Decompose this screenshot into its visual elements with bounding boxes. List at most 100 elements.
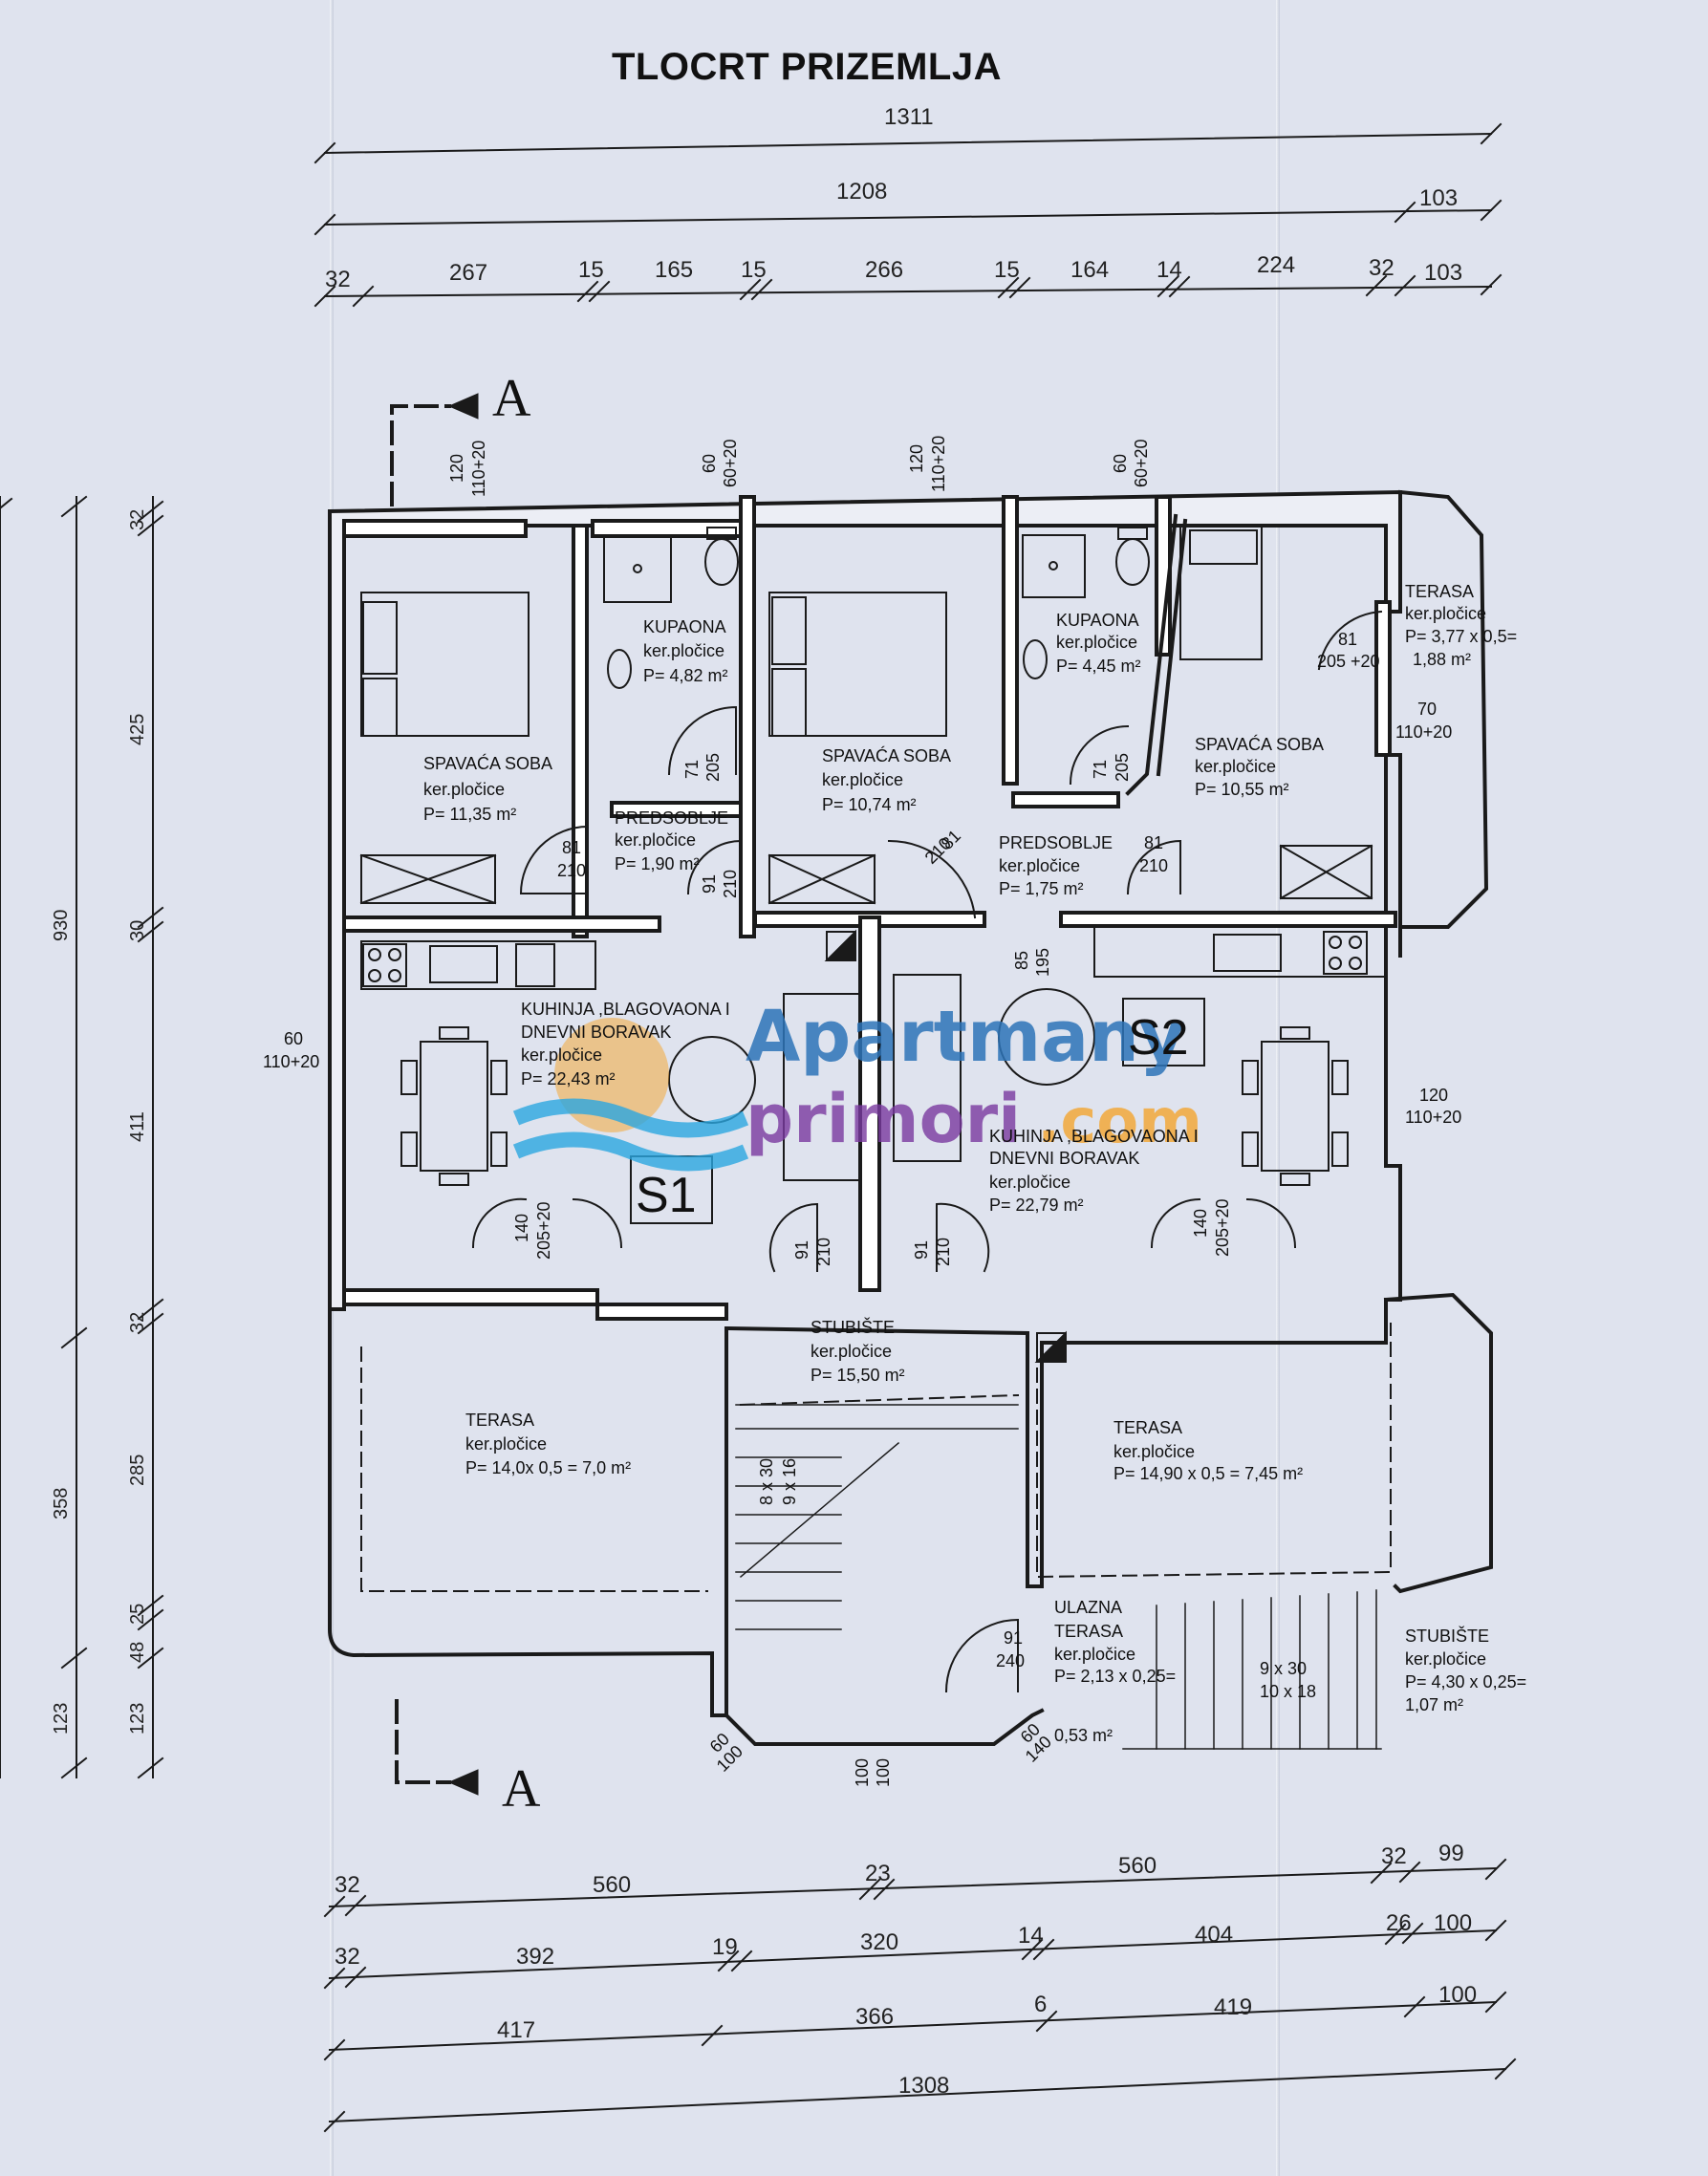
- top-dimension-labels: 1311 1208 103 32 267 15 165 15 266 15 16…: [325, 104, 1462, 292]
- room-label-line: STUBIŠTE: [1405, 1626, 1489, 1646]
- room-label-line: P= 4,30 x 0,25=: [1405, 1672, 1526, 1691]
- dim-label: 32: [335, 1872, 360, 1898]
- room-label-line: TERASA: [465, 1411, 534, 1430]
- dining-table-2: [1242, 1026, 1349, 1186]
- room-label-line: P= 11,35 m²: [423, 805, 516, 824]
- room-label-line: P= 4,82 m²: [643, 666, 728, 685]
- opening-width: 91: [792, 1240, 811, 1260]
- room-label-line: DNEVNI BORAVAK: [521, 1023, 671, 1042]
- room-label-line: ker.pločice: [989, 1173, 1070, 1192]
- room-label-line: ker.pločice: [423, 780, 505, 799]
- bottom-dimension-labels: 32 560 23 560 32 99 32 392 19 320 14 404…: [335, 1841, 1477, 2099]
- dim-label: 1311: [884, 104, 934, 130]
- dim-label: 26: [1386, 1910, 1412, 1936]
- dining-table-1: [400, 1026, 508, 1186]
- room-label-line: P= 1,75 m²: [999, 879, 1084, 898]
- room-label-line: ULAZNA: [1054, 1598, 1122, 1617]
- dim-label: 267: [449, 260, 487, 286]
- opening-width: 60: [284, 1029, 303, 1048]
- room-label-line: 1,88 m²: [1413, 650, 1471, 669]
- wave-icon: [512, 1131, 749, 1172]
- dim-label: 48: [127, 1642, 148, 1663]
- room-label-line: P= 2,13 x 0,25=: [1054, 1667, 1176, 1686]
- dim-label: 165: [655, 257, 693, 283]
- opening-width: 91: [912, 1240, 931, 1260]
- room-kuhinja-2: KUHINJA ,BLAGOVAONA I DNEVNI BORAVAK ker.p…: [989, 1127, 1199, 1215]
- opening-height: 210: [557, 861, 586, 880]
- opening-height: 110+20: [1395, 722, 1452, 742]
- opening-width: 71: [1091, 760, 1110, 779]
- room-label-line: P= 14,90 x 0,5 = 7,45 m²: [1113, 1464, 1303, 1483]
- room-label-line: KUHINJA ,BLAGOVAONA I: [989, 1127, 1199, 1146]
- opening-width: 100: [853, 1758, 872, 1787]
- watermark-line1: Apartmany: [746, 996, 1185, 1078]
- dim-label: 285: [127, 1454, 148, 1486]
- watermark-line3: .com: [1037, 1087, 1202, 1157]
- room-label-line: P= 22,43 m²: [521, 1069, 616, 1088]
- room-label-line: SPAVAĆA SOBA: [423, 753, 552, 773]
- room-label-line: STUBIŠTE: [811, 1317, 895, 1337]
- room-label-line: SPAVAĆA SOBA: [1195, 734, 1324, 754]
- dim-label: 419: [1214, 1994, 1252, 2020]
- dim-label: 103: [1424, 260, 1462, 286]
- room-predsoblje-2: PREDSOBLJE ker.pločice P= 1,75 m²: [999, 833, 1113, 898]
- unit-label-box-s2: [1122, 998, 1205, 1066]
- opening-height: 60+20: [721, 439, 740, 487]
- dim-label: 560: [593, 1872, 631, 1898]
- dim-label: 99: [1438, 1841, 1464, 1866]
- opening-width: 70: [1417, 700, 1437, 719]
- dim-line-bottom-1: [323, 1858, 1507, 1918]
- watermark: Apartmany primori .com: [512, 996, 1202, 1172]
- dim-label: 30: [127, 920, 148, 941]
- room-label-line: KUPAONA: [643, 617, 726, 636]
- room-label-line: P= 22,79 m²: [989, 1196, 1084, 1215]
- dim-label: 123: [51, 1703, 72, 1734]
- watermark-line2: primori: [746, 1080, 1021, 1158]
- bed-1: [360, 592, 530, 737]
- room-label-line: ker.pločice: [1113, 1442, 1195, 1461]
- room-label-line: TERASA: [1113, 1418, 1182, 1437]
- bathroom-fixtures-2: [1022, 527, 1150, 679]
- bathroom-fixtures-1: [603, 527, 739, 689]
- opening-height: 210: [1139, 856, 1168, 875]
- opening-width: 81: [1338, 630, 1357, 649]
- dim-label: 417: [497, 2017, 535, 2043]
- room-label-line: TERASA: [1405, 582, 1474, 601]
- room-label-line: P= 10,74 m²: [822, 795, 917, 814]
- section-arrow-bottom: [447, 1769, 479, 1796]
- dim-label: 32: [127, 509, 148, 530]
- opening-height: 110+20: [263, 1052, 319, 1071]
- dim-label: 560: [1118, 1853, 1157, 1879]
- opening-height: 205: [703, 753, 723, 782]
- room-label-line: P= 4,45 m²: [1056, 657, 1141, 676]
- opening-height: 210: [721, 870, 740, 898]
- opening-width: 91: [1004, 1628, 1023, 1648]
- stairs-labels: 8 x 30 9 x 16 9 x 30 10 x 18: [757, 1458, 1316, 1701]
- room-label-line: ker.pločice: [999, 856, 1080, 875]
- room-label-line: PREDSOBLJE: [999, 833, 1113, 852]
- opening-height: 205: [1113, 753, 1132, 782]
- stairs-exterior: [1122, 1589, 1382, 1750]
- opening-height: 110+20: [1405, 1108, 1461, 1127]
- sofa-2: [893, 974, 1095, 1162]
- room-label-line: ker.pločice: [615, 830, 696, 850]
- opening-height: 205+20: [1213, 1198, 1232, 1257]
- stairs-interior: [735, 1404, 1019, 1630]
- room-label-line: 0,53 m²: [1054, 1726, 1113, 1745]
- opening-width: 140: [1191, 1209, 1210, 1238]
- paper-fold: [1276, 0, 1280, 2176]
- room-label-line: DNEVNI BORAVAK: [989, 1149, 1139, 1168]
- opening-height: 100: [874, 1758, 893, 1787]
- opening-height: 205+20: [534, 1201, 553, 1260]
- dim-line-top-1: [313, 122, 1503, 164]
- dim-label: 100: [1438, 1982, 1477, 2008]
